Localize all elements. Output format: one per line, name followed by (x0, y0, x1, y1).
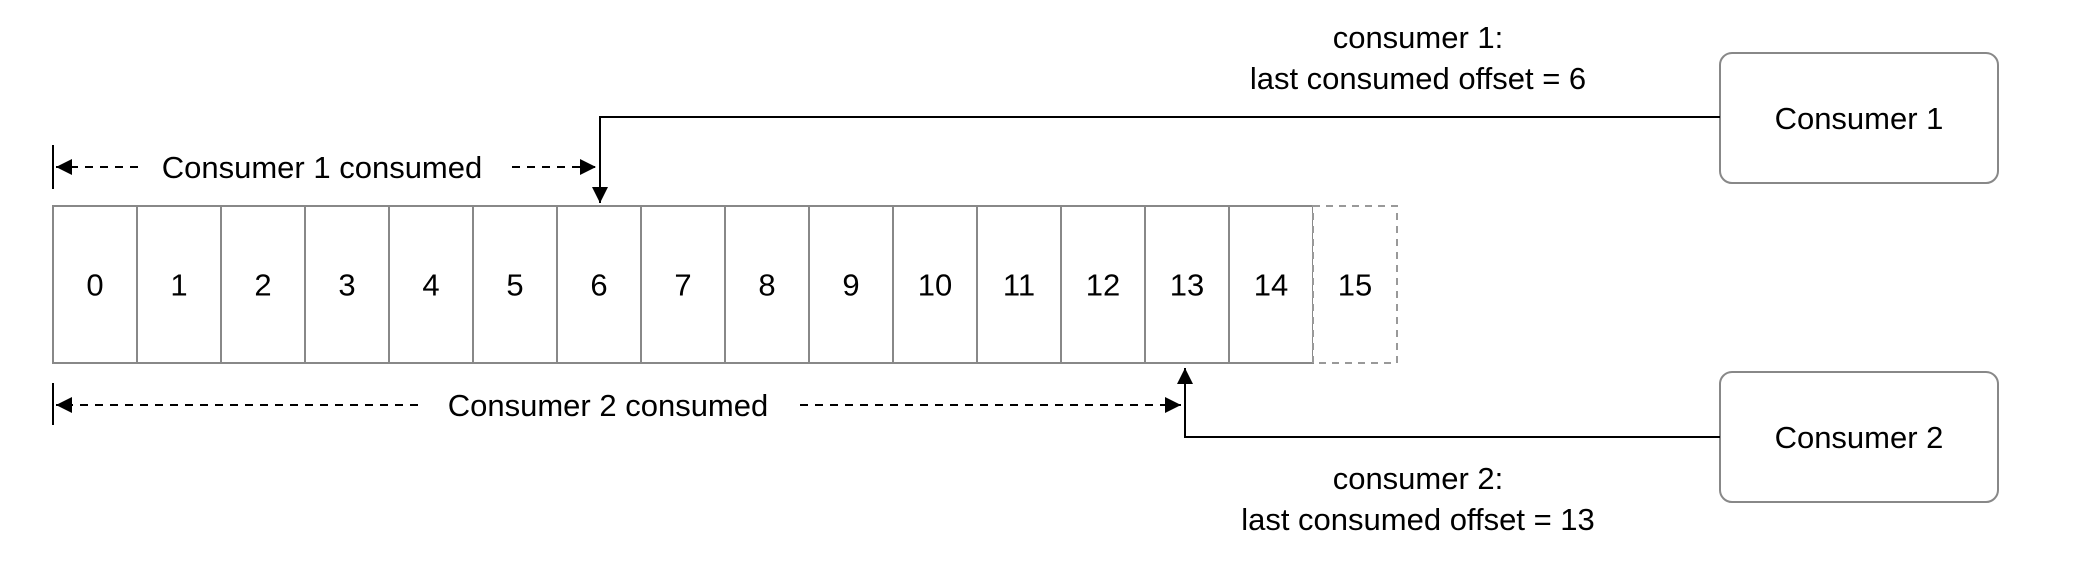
consumer-1-offset-pointer (592, 116, 1720, 203)
log-cell-label: 11 (1003, 268, 1035, 303)
log-cell-label: 12 (1086, 268, 1120, 303)
consumer-1-group: consumer 1: last consumed offset = 6 Con… (52, 20, 1999, 203)
log-cell (52, 205, 138, 364)
log-cell-label: 1 (170, 268, 187, 303)
consumer-2-box-label: Consumer 2 (1775, 420, 1944, 455)
log-cell-pending (1312, 205, 1398, 364)
log-cell-label: 2 (254, 268, 271, 303)
log-cell-label: 9 (842, 268, 859, 303)
log-cell-label: 13 (1170, 268, 1204, 303)
log-cell (1144, 205, 1230, 364)
log-cell (1060, 205, 1146, 364)
log-cell-label: 10 (918, 268, 952, 303)
consumer-1-note-line2: last consumed offset = 6 (1250, 61, 1586, 96)
log-cell (136, 205, 222, 364)
log-cell-label: 5 (506, 268, 523, 303)
consumer-2-note-line2: last consumed offset = 13 (1241, 502, 1595, 537)
log-cell (556, 205, 642, 364)
consumer-1-note-line1: consumer 1: (1333, 20, 1504, 55)
log-cell-label: 4 (422, 268, 439, 303)
consumer-1-range-label: Consumer 1 consumed (162, 150, 483, 185)
log-cell-label: 14 (1254, 268, 1288, 303)
log-cell (808, 205, 894, 364)
consumer-1-box-label: Consumer 1 (1775, 101, 1944, 136)
log-cell (388, 205, 474, 364)
consumer-2-note-line1: consumer 2: (1333, 461, 1504, 496)
log-cell-label: 7 (674, 268, 691, 303)
consumer-2-offset-pointer (1177, 368, 1720, 438)
log-cell (472, 205, 558, 364)
consumer-2-group: Consumer 2 consumer 2: last consumed off… (52, 368, 1999, 537)
log-cell (976, 205, 1062, 364)
consumer-2-range-label: Consumer 2 consumed (448, 388, 769, 423)
log-cell-label: 3 (338, 268, 355, 303)
log-cell-label: 8 (758, 268, 775, 303)
log-cell (724, 205, 810, 364)
log-cell (220, 205, 306, 364)
log-cell-label: 6 (590, 268, 607, 303)
log-cell-pending-label: 15 (1338, 268, 1372, 303)
log-cell (640, 205, 726, 364)
log-cell-label: 0 (86, 268, 103, 303)
